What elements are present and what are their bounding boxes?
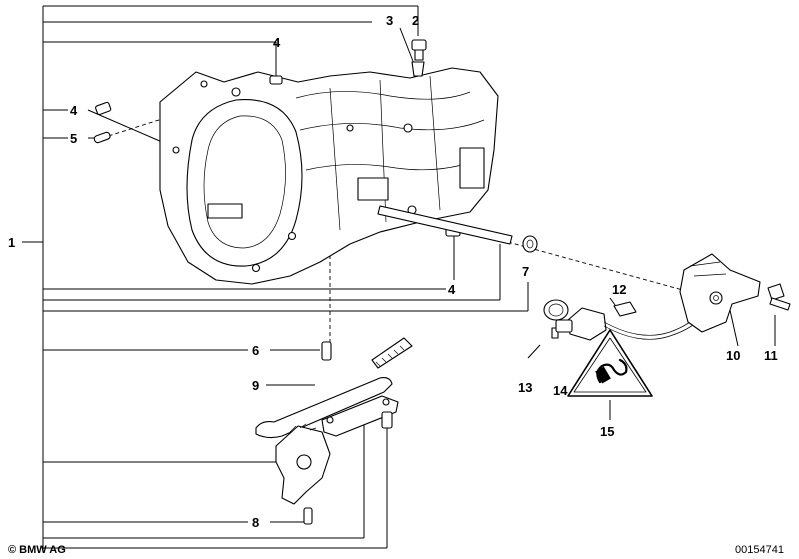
callout-10: 10 bbox=[726, 348, 740, 363]
switch-assembly bbox=[543, 253, 791, 341]
callout-14: 14 bbox=[553, 383, 568, 398]
leader-lines bbox=[22, 5, 776, 552]
callout-13: 13 bbox=[518, 380, 532, 395]
callout-15: 15 bbox=[600, 424, 614, 439]
callout-9: 9 bbox=[252, 378, 259, 393]
callout-7: 7 bbox=[522, 264, 529, 279]
linkage-parts bbox=[255, 337, 413, 525]
callout-5: 5 bbox=[70, 131, 77, 146]
callout-8: 8 bbox=[252, 515, 259, 530]
warning-triangle-icon bbox=[567, 329, 653, 397]
housing-small-parts bbox=[93, 39, 538, 253]
callout-6: 6 bbox=[252, 343, 259, 358]
callout-4-top: 4 bbox=[273, 35, 281, 50]
callout-12: 12 bbox=[612, 282, 626, 297]
callout-1: 1 bbox=[8, 235, 15, 250]
callout-11: 11 bbox=[764, 348, 778, 363]
callout-3: 3 bbox=[386, 13, 393, 28]
callout-4-lower: 4 bbox=[448, 282, 456, 297]
callout-4-left: 4 bbox=[70, 103, 78, 118]
drawing-number: 00154741 bbox=[735, 544, 784, 556]
callout-labels: 1 2 3 4 4 5 4 4 6 7 8 9 10 11 12 13 14 1… bbox=[8, 13, 778, 530]
callout-2: 2 bbox=[412, 13, 419, 28]
transmission-housing bbox=[159, 67, 499, 285]
copyright-text: © BMW AG bbox=[8, 544, 66, 556]
